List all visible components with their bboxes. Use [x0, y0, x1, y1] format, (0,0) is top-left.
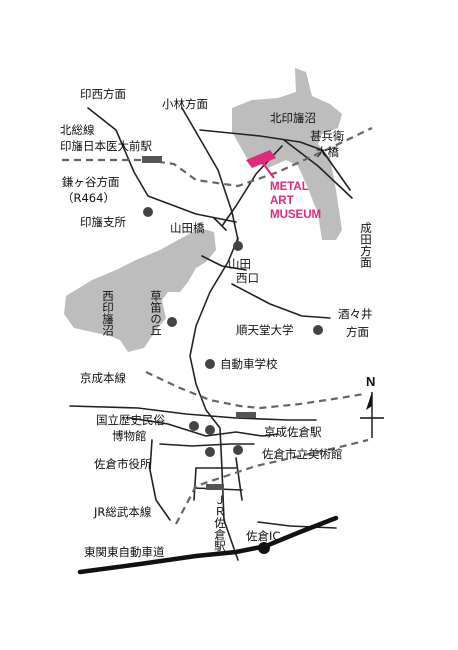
driving-school-dot — [205, 359, 215, 369]
metal-art-museum-pointer — [261, 161, 275, 179]
road-yamadabashi-cross — [213, 217, 227, 231]
road-narita — [283, 139, 353, 199]
city-hall-label: 佐倉市役所 — [94, 457, 152, 471]
road-inzai-branch — [87, 107, 237, 223]
narita-direction-label: 成田方面 — [359, 222, 373, 268]
yamada-bridge-label: 山田橋 — [170, 221, 205, 235]
road-grid-4 — [235, 457, 243, 501]
history-museum-dot-1 — [189, 421, 199, 431]
juntendo-label: 順天堂大学 — [236, 323, 294, 337]
metal-art-museum-marker — [246, 150, 276, 168]
sakura-ic-marker — [258, 542, 270, 554]
north-arrow: N — [360, 374, 384, 438]
nishiinbanuma-label: 西印旛沼 — [101, 290, 115, 337]
keisei-line-label: 京成本線 — [80, 371, 126, 385]
hokuso-line-label-2: 印旛日本医大前駅 — [60, 139, 152, 153]
road-city-hall — [159, 443, 255, 447]
nishiinbanuma-lake — [64, 228, 216, 352]
road-west-south — [149, 439, 171, 521]
keisei-sakura-station-label: 京成佐倉駅 — [264, 425, 322, 439]
art-museum-dot — [233, 445, 243, 455]
sakura-ic-label: 佐倉IC — [246, 529, 280, 543]
yamada-label-1: 山田 — [228, 257, 251, 271]
jinbee-bridge-label-2: 大橋 — [316, 145, 339, 159]
kitainbanuma-label: 北印旛沼 — [270, 111, 316, 125]
inzai-direction-label: 印西方面 — [80, 87, 126, 101]
hokuso-line-label-1: 北総線 — [60, 123, 95, 137]
yamada-label-2: 西口 — [236, 271, 259, 285]
kobayashi-direction-label: 小林方面 — [162, 97, 208, 111]
road-kobayashi — [181, 107, 239, 241]
road-north-loop — [199, 129, 351, 191]
jr-station-marker — [206, 484, 224, 490]
city-art-museum-label: 佐倉市立美術館 — [262, 447, 343, 461]
jinbee-bridge-label-1: 甚兵衛 — [310, 129, 345, 143]
road-shuzui — [231, 283, 331, 319]
jr-sobu-line-track — [175, 438, 369, 525]
yamada-dot — [233, 241, 243, 251]
hokuso-line-track — [62, 127, 373, 188]
inba-branch-label: 印旛支所 — [80, 215, 126, 229]
north-label: N — [366, 374, 375, 389]
road-east-west-2 — [129, 417, 279, 437]
jr-sobu-line-label: JR総武本線 — [93, 505, 152, 519]
kamagaya-direction-label-2: （R464） — [62, 191, 115, 205]
road-grid-3 — [193, 467, 197, 501]
museum-label-2: ART — [270, 195, 294, 207]
higashikanto-expressway-line — [77, 515, 339, 575]
juntendo-dot — [313, 325, 323, 335]
keisei-station-marker — [236, 412, 256, 418]
kamagaya-direction-label-1: 鎌ヶ谷方面 — [62, 175, 120, 189]
driving-school-label: 自動車学校 — [220, 357, 278, 371]
keisei-line-track — [145, 371, 365, 410]
road-southeast — [257, 521, 337, 529]
kusabue-dot — [167, 317, 177, 327]
history-museum-label-2: 博物館 — [112, 429, 147, 443]
shuzui-direction-label-2: 方面 — [346, 325, 369, 339]
kusabue-hill-label: 草笛の丘 — [149, 290, 163, 336]
museum-label-1: METAL — [270, 181, 309, 193]
expressway-label: 東関東自動車道 — [84, 545, 165, 559]
jr-sakura-station-label: ＪＲ佐倉駅 — [213, 494, 227, 552]
shuzui-direction-label-1: 酒々井 — [338, 307, 373, 321]
museum-label-3: MUSEUM — [270, 209, 321, 221]
hokuso-station-marker — [142, 156, 162, 163]
city-hall-dot — [205, 447, 215, 457]
road-east-west-1 — [69, 405, 317, 421]
history-museum-dot-2 — [205, 425, 215, 435]
inba-branch-dot — [143, 207, 153, 217]
history-museum-label-1: 国立歴史民俗 — [96, 413, 165, 427]
road-yamada-cross — [201, 255, 247, 271]
kitainbanuma-lake — [232, 68, 342, 240]
